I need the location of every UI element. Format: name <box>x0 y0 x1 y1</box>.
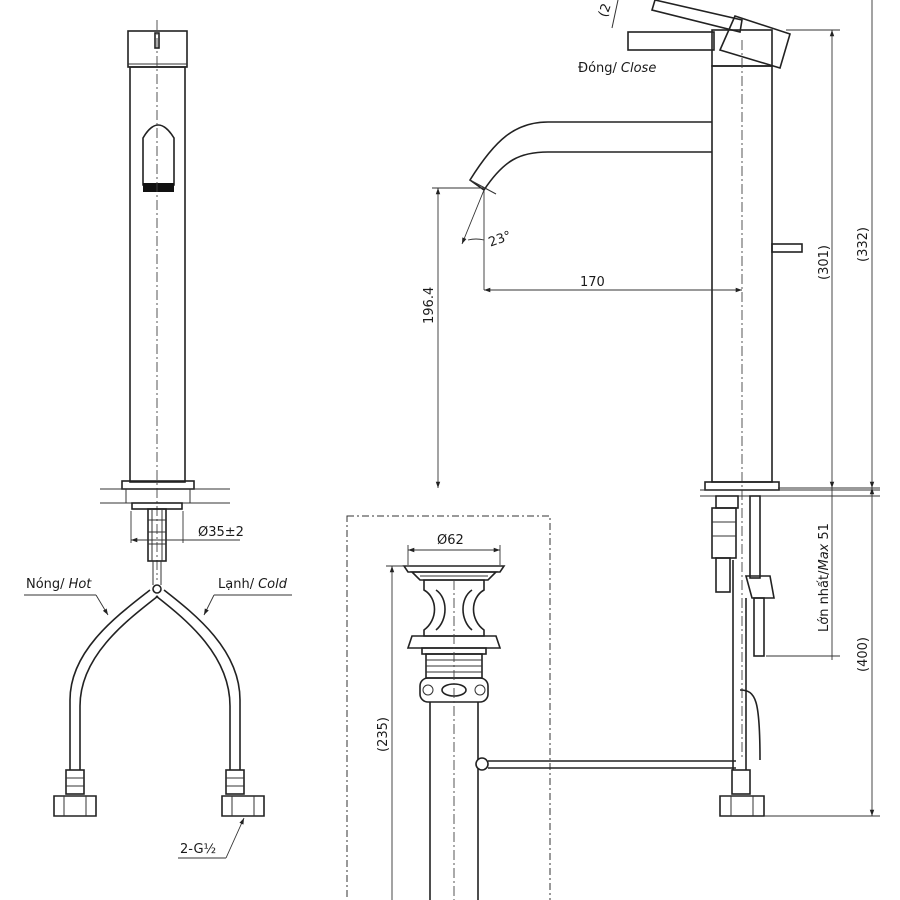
spout-angle-label: 23° <box>487 229 514 251</box>
spout-height-label: 196.4 <box>422 287 437 324</box>
max-thickness-label: Lớn nhất/Max51 <box>817 523 832 632</box>
hot-hex-nut <box>53 795 97 817</box>
overall-height-label: (332) <box>856 227 871 262</box>
front-view: Ø35±2 Nóng/Hot Lạnh/Cold 2- <box>24 20 292 859</box>
cold-label: Lạnh/Cold <box>218 577 288 592</box>
front-handle-cap <box>127 30 188 68</box>
drain-detail-frame <box>346 515 551 900</box>
front-faucet-body <box>129 66 186 483</box>
side-hex-nut <box>719 795 765 817</box>
side-spout <box>468 121 712 192</box>
cold-hose <box>163 589 241 770</box>
hose-connection-label: 2-G½ <box>180 842 216 857</box>
side-view: (2 Đóng/Close 23° 170 196.4 <box>422 0 880 817</box>
supply-diameter-label: Ø35±2 <box>198 525 244 540</box>
below-deck-length-label: (400) <box>856 637 871 672</box>
drain-length-label: (235) <box>376 717 391 752</box>
side-handle-lever <box>650 0 743 33</box>
front-shank <box>147 508 167 562</box>
partial-angle-label: (2 <box>596 2 615 20</box>
handle-height-label: (301) <box>817 245 832 280</box>
hot-hose <box>69 589 151 770</box>
spout-reach-label: 170 <box>580 275 605 290</box>
cold-hex-nut <box>221 795 265 817</box>
close-label: Đóng/Close <box>578 61 656 76</box>
drain-cap <box>402 565 506 573</box>
drain-diameter-label: Ø62 <box>437 533 464 548</box>
drain-view: Ø62 (235) <box>346 515 736 900</box>
front-spout-outlet <box>142 124 175 186</box>
hot-label: Nóng/Hot <box>26 577 92 592</box>
